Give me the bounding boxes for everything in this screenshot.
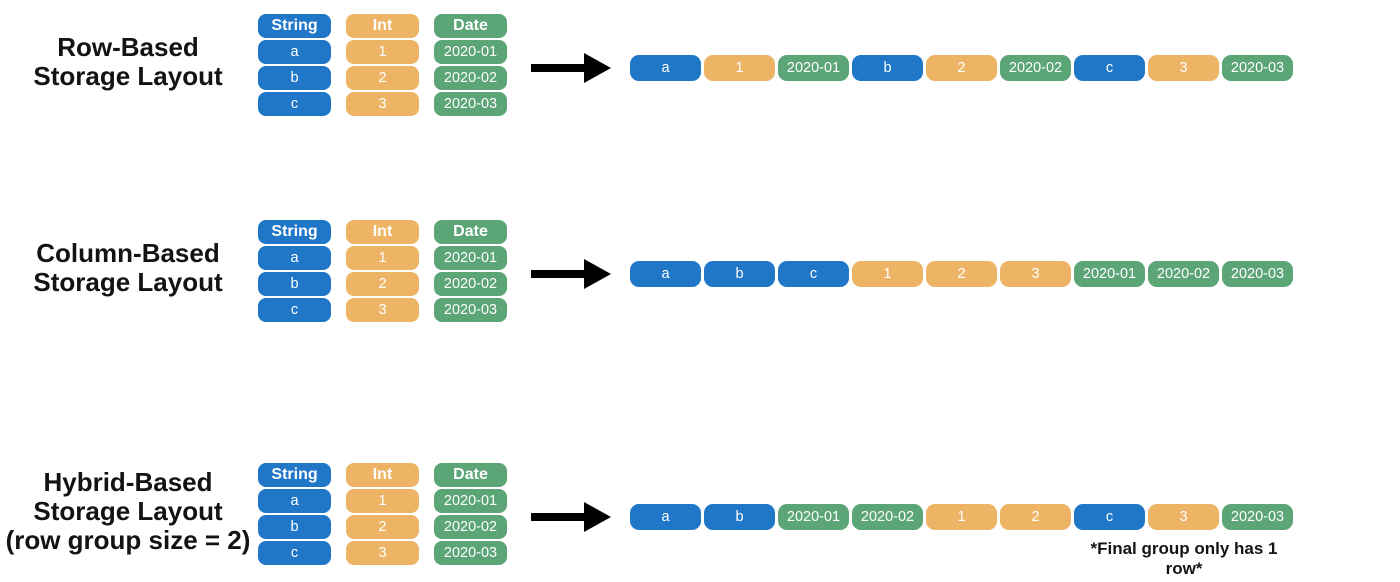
sequence-pill: 2020-03 bbox=[1222, 55, 1293, 81]
column-header-pill: String bbox=[258, 220, 331, 244]
sequence-pill: b bbox=[852, 55, 923, 81]
column-header-pill: Int bbox=[346, 463, 419, 487]
table-cell-pill: 2020-02 bbox=[434, 515, 507, 539]
sequence-pill: 1 bbox=[926, 504, 997, 530]
table-cell-pill: b bbox=[258, 272, 331, 296]
sequence-pill: 2020-03 bbox=[1222, 261, 1293, 287]
sequence-pill: b bbox=[704, 261, 775, 287]
sequence-pill: 3 bbox=[1148, 504, 1219, 530]
column-header-pill: Date bbox=[434, 220, 507, 244]
section-title-line: Storage Layout bbox=[33, 495, 223, 526]
sequence-pill: a bbox=[630, 261, 701, 287]
final-group-note: *Final group only has 1 row* bbox=[1090, 539, 1278, 578]
column-header-pill: Int bbox=[346, 220, 419, 244]
sequence-pill: 2 bbox=[926, 261, 997, 287]
arrow-right-icon bbox=[531, 53, 611, 83]
sequence-pill: 2020-02 bbox=[1148, 261, 1219, 287]
sequence-pill: 3 bbox=[1000, 261, 1071, 287]
sequence-pill: 2 bbox=[1000, 504, 1071, 530]
table-cell-pill: 2 bbox=[346, 66, 419, 90]
sequence-pill: a bbox=[630, 55, 701, 81]
table-cell-pill: 2020-03 bbox=[434, 541, 507, 565]
section-title-line: (row group size = 2) bbox=[5, 524, 251, 555]
sequence-pill: 2020-03 bbox=[1222, 504, 1293, 530]
table-cell-pill: 1 bbox=[346, 489, 419, 513]
column-header-pill: Int bbox=[346, 14, 419, 38]
sequence-pill: 2020-02 bbox=[1000, 55, 1071, 81]
table-cell-pill: 1 bbox=[346, 40, 419, 64]
sequence-pill: 2020-01 bbox=[1074, 261, 1145, 287]
table-cell-pill: 2020-01 bbox=[434, 40, 507, 64]
table-cell-pill: c bbox=[258, 541, 331, 565]
sequence-pill: 2020-02 bbox=[852, 504, 923, 530]
table-cell-pill: a bbox=[258, 489, 331, 513]
sequence-pill: a bbox=[630, 504, 701, 530]
section-title-line: Column-Based bbox=[36, 238, 220, 268]
sequence-pill: 2020-01 bbox=[778, 55, 849, 81]
column-header-pill: String bbox=[258, 463, 331, 487]
sequence-pill: 1 bbox=[852, 261, 923, 287]
arrow-right-icon bbox=[531, 259, 611, 289]
sequence-pill: 2 bbox=[926, 55, 997, 81]
section-title-line: Hybrid-Based bbox=[43, 466, 213, 497]
table-cell-pill: a bbox=[258, 246, 331, 270]
sequence-pill: c bbox=[1074, 55, 1145, 81]
table-cell-pill: c bbox=[258, 92, 331, 116]
table-cell-pill: 2020-01 bbox=[434, 246, 507, 270]
table-cell-pill: c bbox=[258, 298, 331, 322]
section-title-line: Row-Based bbox=[57, 32, 199, 62]
table-cell-pill: 3 bbox=[346, 92, 419, 116]
column-header-pill: String bbox=[258, 14, 331, 38]
table-cell-pill: a bbox=[258, 40, 331, 64]
sequence-pill: c bbox=[778, 261, 849, 287]
table-cell-pill: b bbox=[258, 515, 331, 539]
table-cell-pill: b bbox=[258, 66, 331, 90]
arrow-right-icon bbox=[531, 502, 611, 532]
section-title-line: Storage Layout bbox=[33, 267, 223, 297]
sequence-pill: 3 bbox=[1148, 55, 1219, 81]
table-cell-pill: 1 bbox=[346, 246, 419, 270]
table-cell-pill: 2020-02 bbox=[434, 272, 507, 296]
section-title-line: Storage Layout bbox=[33, 61, 223, 91]
sequence-pill: c bbox=[1074, 504, 1145, 530]
table-cell-pill: 2 bbox=[346, 272, 419, 296]
table-cell-pill: 2 bbox=[346, 515, 419, 539]
sequence-pill: 1 bbox=[704, 55, 775, 81]
table-cell-pill: 2020-03 bbox=[434, 298, 507, 322]
table-cell-pill: 2020-02 bbox=[434, 66, 507, 90]
table-cell-pill: 2020-01 bbox=[434, 489, 507, 513]
column-header-pill: Date bbox=[434, 14, 507, 38]
table-cell-pill: 3 bbox=[346, 298, 419, 322]
table-cell-pill: 3 bbox=[346, 541, 419, 565]
sequence-pill: 2020-01 bbox=[778, 504, 849, 530]
column-header-pill: Date bbox=[434, 463, 507, 487]
table-cell-pill: 2020-03 bbox=[434, 92, 507, 116]
sequence-pill: b bbox=[704, 504, 775, 530]
